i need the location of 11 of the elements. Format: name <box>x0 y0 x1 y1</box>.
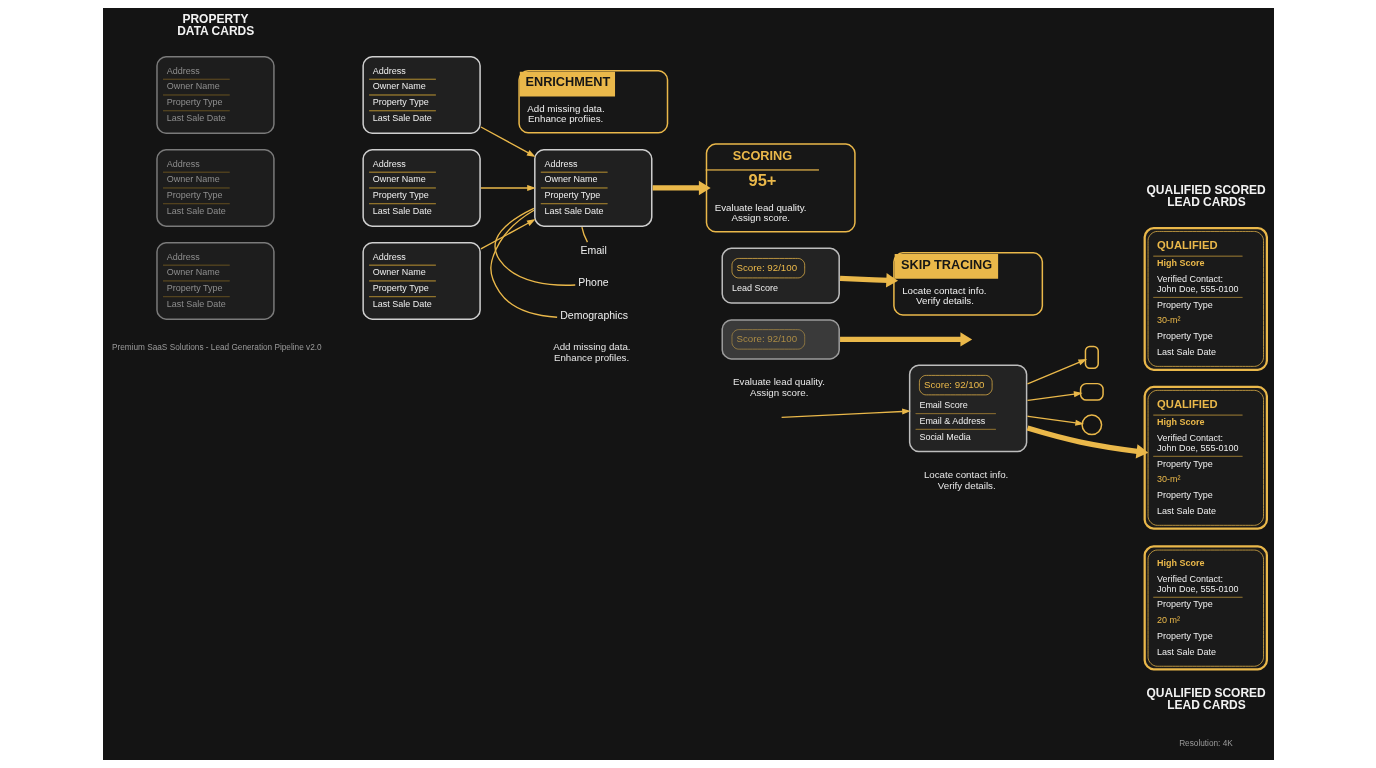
label: Locate contact info. Verify details. <box>923 469 1008 491</box>
node-text: Phone <box>577 277 609 289</box>
node-text: Demographics <box>559 309 628 321</box>
label: Premium SaaS Solutions - Lead Generation Pipeline v2.0 <box>111 343 322 353</box>
label: Resolution: 4K <box>1178 738 1233 748</box>
label: Evaluate lead quality. Assign score. <box>732 376 825 398</box>
node-text: Email <box>580 245 607 257</box>
label: QUALIFIED SCORED LEAD CARDS <box>1146 182 1266 209</box>
label: Add missing data. Enhance profiles. <box>552 341 631 363</box>
label: PROPERTY DATA CARDS <box>176 11 254 38</box>
label: QUALIFIED SCORED LEAD CARDS <box>1146 685 1266 712</box>
